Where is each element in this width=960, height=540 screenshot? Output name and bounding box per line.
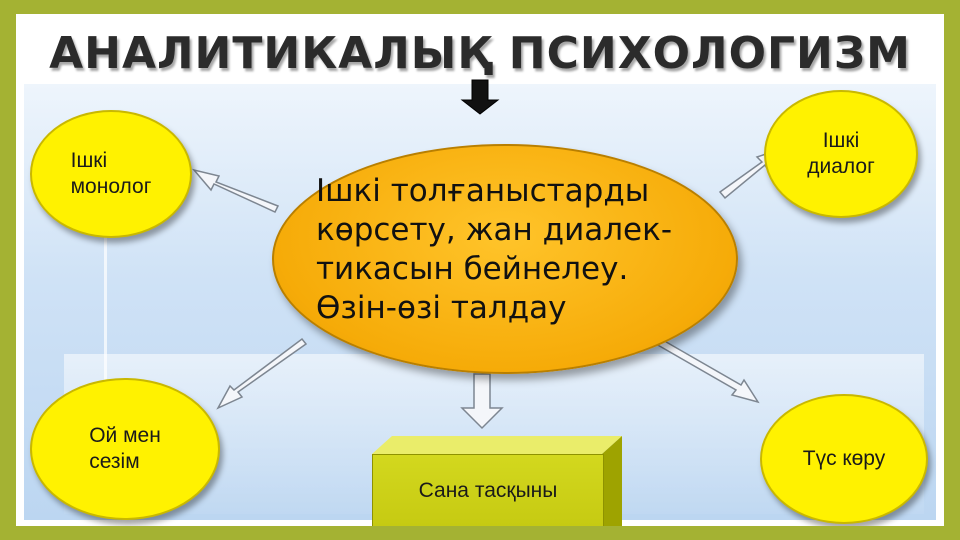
slide: АНАЛИТИКАЛЫҚ ПСИХОЛОГИЗМ Ішкі монолог Іш…	[16, 14, 944, 526]
node-inner-monologue-label: Ішкі монолог	[70, 149, 152, 198]
central-ellipse	[272, 144, 738, 374]
central-ellipse-text: Ішкі толғаныстарды көрсету, жан диалек- …	[316, 173, 673, 326]
node-thought-and-feeling: Ой мен сезім	[30, 378, 220, 520]
node-dream-label: Түс көру	[802, 447, 886, 470]
stream-of-consciousness-label: Сана тасқыны	[418, 479, 558, 502]
panel-highlight-line	[104, 214, 107, 514]
box-side-face	[602, 436, 622, 526]
node-dream: Түс көру	[760, 394, 928, 524]
box-top-face	[372, 436, 622, 454]
arrow-to-bottom-left	[216, 337, 308, 410]
arrow-to-bottom-box	[460, 373, 504, 430]
node-inner-dialogue-label: Ішкі диалог	[807, 129, 875, 178]
node-inner-monologue: Ішкі монолог	[30, 110, 192, 238]
page-title: АНАЛИТИКАЛЫҚ ПСИХОЛОГИЗМ	[49, 28, 911, 79]
node-thought-and-feeling-label: Ой мен сезім	[89, 424, 161, 473]
connector-arrows	[191, 79, 780, 430]
stream-of-consciousness-box: Сана тасқыны	[372, 454, 604, 526]
arrow-to-top-left	[191, 168, 280, 213]
top-down-arrow	[460, 79, 500, 115]
arrow-to-bottom-right	[654, 338, 760, 404]
node-inner-dialogue: Ішкі диалог	[764, 90, 918, 218]
